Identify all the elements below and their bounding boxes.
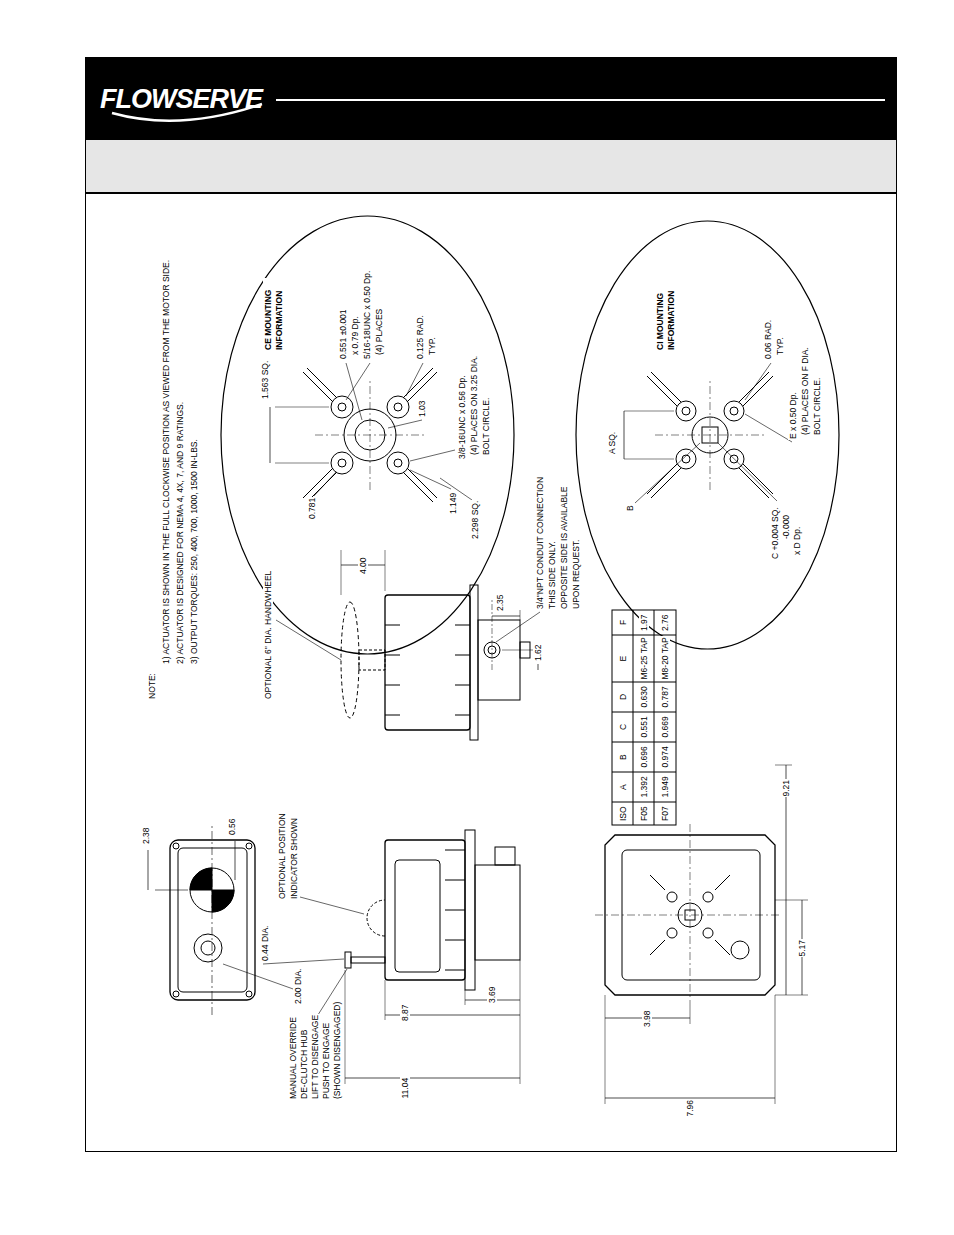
table-cell: C: [618, 723, 628, 731]
dimension-label: DE-CLUTCH HUB: [299, 1029, 309, 1100]
dimension-label: C +0.004 SQ.: [770, 506, 780, 560]
table-cell: F05: [639, 805, 649, 822]
dimension-label: 8.87: [400, 1003, 410, 1022]
table-cell: 0.630: [639, 685, 649, 708]
dimension-label: 3/4"NPT CONDUIT CONNECTION: [535, 476, 545, 610]
dimension-label: A SQ.: [607, 431, 617, 455]
table-cell: M6-25 TAP: [639, 636, 649, 680]
dimension-label: 1.03: [417, 399, 427, 418]
dimension-label: 0.44 DIA.: [260, 925, 270, 962]
table-cell: F07: [660, 805, 670, 822]
dimension-label: 3.69: [487, 985, 497, 1004]
detail-heading: CI MOUNTING INFORMATION: [655, 278, 677, 350]
dimension-label: 4.00: [358, 556, 368, 575]
dimension-label: BOLT CIRCLE.: [481, 397, 491, 456]
table-cell: A: [618, 783, 628, 791]
dimension-label: x 0.79 Dp.: [350, 315, 360, 356]
dimension-label: E x 0.50 Dp.: [788, 391, 798, 440]
dimension-label: 1.149: [448, 492, 458, 515]
dimension-label: BOLT CIRCLE.: [812, 377, 822, 436]
dimension-label: 11.04: [400, 1077, 410, 1100]
table-cell: 1.949: [660, 775, 670, 798]
dimension-label: OPTIONAL 6" DIA. HANDWHEEL: [263, 570, 273, 700]
dimension-label: B: [625, 504, 635, 512]
table-cell: M8-20 TAP: [660, 636, 670, 680]
header-grey-band: [85, 140, 897, 194]
dimension-label: 0.06 RAD.: [763, 319, 773, 360]
dimension-label: (4) PLACES ON F DIA.: [800, 346, 810, 436]
dimension-label: x D Dp.: [792, 526, 802, 556]
dimension-label: 5.17: [797, 939, 807, 958]
company-logo: FLOWSERVE: [100, 84, 262, 114]
dimension-label: 3) OUTPUT TORQUES: 250, 400, 700, 1000, …: [189, 438, 199, 665]
dimension-label: 2.35: [495, 593, 505, 612]
table-cell: 1.392: [639, 775, 649, 798]
table-cell: F: [618, 619, 628, 626]
dimension-label: INDICATOR SHOWN: [289, 817, 299, 900]
dimension-label: PUSH TO ENGAGE: [321, 1022, 331, 1100]
table-cell: 0.974: [660, 745, 670, 768]
dimension-label: 1) ACTUATOR IS SHOWN IN THE FULL CLOCKWI…: [161, 259, 171, 665]
table-cell: 2.76: [660, 613, 670, 632]
dimension-label: 2.298 SQ.: [470, 500, 480, 540]
table-cell: D: [618, 693, 628, 701]
dimension-label: 0.56: [227, 817, 237, 836]
table-cell: 0.551: [639, 715, 649, 738]
table-cell: B: [618, 753, 628, 761]
dimension-label: UPON REQUEST.: [571, 539, 581, 610]
table-cell: 0.696: [639, 745, 649, 768]
dimension-label: THIS SIDE ONLY.: [547, 540, 557, 610]
table-cell: 0.787: [660, 685, 670, 708]
dimension-label: 5/16-18UNC x 0.50 Dp.: [362, 270, 372, 360]
dimension-label: (SHOWN DISENGAGED): [332, 1001, 342, 1100]
dimension-label: MANUAL OVERRIDE: [288, 1016, 298, 1100]
dimension-label: NOTE:: [147, 672, 157, 700]
dimension-label: OPTIONAL POSITION: [277, 812, 287, 900]
dimension-label: 1.563 SQ.: [260, 360, 270, 400]
table-cell: 0.669: [660, 715, 670, 738]
dimension-label: LIFT TO DISENGAGE: [310, 1014, 320, 1100]
dimension-label: 0.125 RAD.: [415, 314, 425, 360]
dimension-label: -0.000: [781, 514, 791, 540]
dimension-label: 1.62: [533, 643, 543, 662]
dimension-label: 7.96: [685, 1099, 695, 1118]
dimension-label: (4) PLACES ON 3.25 DIA.: [469, 355, 479, 456]
dimension-label: 0.551 ±0.001: [338, 308, 348, 360]
table-cell: 1.97: [639, 613, 649, 632]
dimension-label: 2) ACTUATOR IS DESIGNED FOR NEMA 4, 4X, …: [175, 401, 185, 665]
rotated-sheet: CE MOUNTING INFORMATION CI MOUNTING INFOR…: [100, 200, 880, 1140]
dimension-label: TYP.: [775, 336, 785, 356]
dimension-label: OPPOSITE SIDE IS AVAILABLE: [559, 485, 569, 610]
detail-heading: CE MOUNTING INFORMATION: [263, 278, 285, 350]
dimension-label: TYP.: [427, 336, 437, 356]
dimension-label: 2.00 DIA.: [293, 968, 303, 1005]
dimension-label: 0.781: [307, 497, 317, 520]
table-cell: E: [618, 655, 628, 663]
dimension-label: 3/8-16UNC x 0.56 Dp.: [457, 374, 467, 460]
dimension-label: 9.21: [781, 779, 791, 798]
dimension-label: 3.98: [642, 1009, 652, 1028]
dimension-label: 2.38: [141, 826, 151, 845]
table-cell: ISO: [618, 805, 628, 822]
dimension-label: (4) PLACES: [374, 308, 384, 356]
